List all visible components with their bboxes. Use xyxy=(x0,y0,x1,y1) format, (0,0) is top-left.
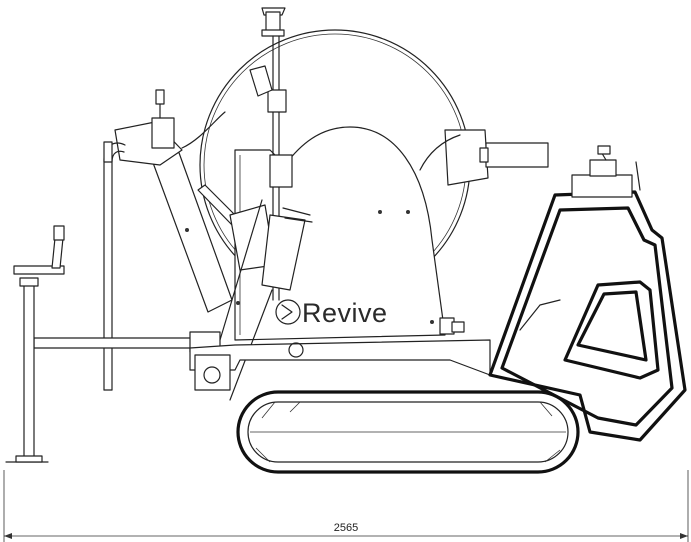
discharge-spout xyxy=(419,129,549,186)
operator-cab xyxy=(488,190,687,442)
control-levers xyxy=(197,184,313,401)
feed-chute xyxy=(114,89,233,313)
cab-window xyxy=(563,280,660,380)
overall-length-dimension: 2565 xyxy=(3,470,689,542)
brand-name: Revive xyxy=(302,298,388,328)
brand-logo: Revive xyxy=(275,298,388,328)
chevron-circle-icon xyxy=(275,299,301,325)
beacon-mast xyxy=(249,7,293,301)
rear-control-box xyxy=(571,145,641,198)
jockey-stand xyxy=(5,225,65,463)
lower-body xyxy=(189,339,491,391)
dimension-value: 2565 xyxy=(334,522,358,534)
chevron-right-icon xyxy=(281,304,293,320)
front-frame xyxy=(103,141,126,391)
crawler-track xyxy=(236,390,580,474)
